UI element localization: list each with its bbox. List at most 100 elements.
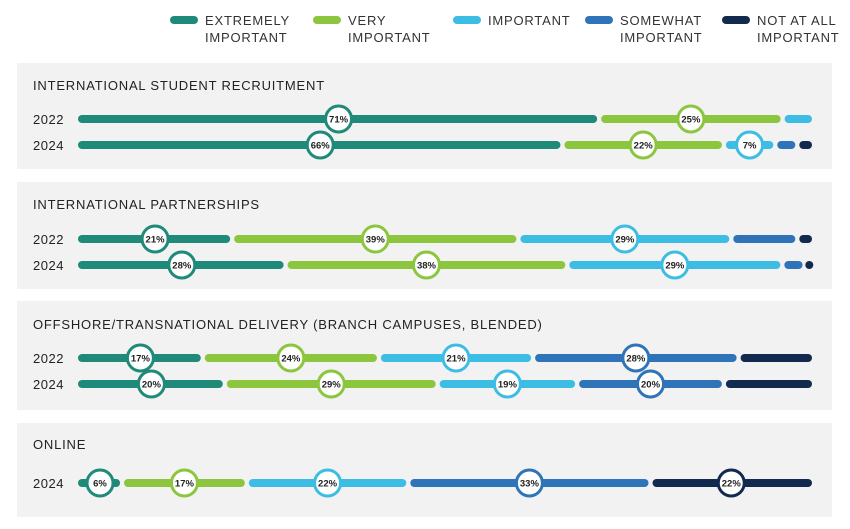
value-badge: 71%	[324, 104, 354, 134]
data-label: 20%	[142, 380, 162, 391]
row-year-label: 2024	[33, 476, 64, 491]
value-badge-circle	[140, 224, 170, 254]
value-badge-circle	[514, 468, 544, 498]
row-year-label: 2024	[33, 377, 64, 392]
data-label: 66%	[311, 141, 331, 152]
data-label: 28%	[626, 354, 646, 365]
panel-1: INTERNATIONAL STUDENT RECRUITMENT 2022 71%…	[17, 63, 832, 169]
panel-4: ONLINE 2024 6% 17% 22% 33% 22%	[17, 423, 832, 517]
data-label: 7%	[743, 141, 757, 152]
data-label: 38%	[417, 261, 437, 272]
data-label: 29%	[615, 235, 635, 246]
value-badge-circle	[305, 130, 335, 160]
value-badge: 28%	[167, 250, 197, 280]
value-badge: 22%	[716, 468, 746, 498]
value-badge: 29%	[316, 369, 346, 399]
legend-label: IMPORTANT	[205, 30, 288, 45]
value-badge-circle	[313, 468, 343, 498]
chart-panels: INTERNATIONAL STUDENT RECRUITMENT 2022 71%…	[17, 63, 832, 517]
value-badge: 20%	[136, 369, 166, 399]
value-badge-circle	[628, 130, 658, 160]
legend-item-somewhat: SOMEWHAT IMPORTANT	[585, 13, 703, 45]
data-label: 29%	[322, 380, 342, 391]
data-label: 71%	[329, 115, 349, 126]
value-badge: 22%	[628, 130, 658, 160]
bar-row-2024: 2024 28% 38% 29%	[33, 250, 814, 280]
bar-row-2022: 2022 21% 39% 29%	[33, 224, 812, 254]
data-label: 24%	[281, 354, 301, 365]
value-badge-circle	[316, 369, 346, 399]
value-badge: 29%	[660, 250, 690, 280]
data-label: 39%	[366, 235, 386, 246]
value-badge: 22%	[313, 468, 343, 498]
data-label: 33%	[520, 479, 540, 490]
panel-title: OFFSHORE/TRANSNATIONAL DELIVERY (BRANCH …	[33, 317, 543, 332]
value-badge: 33%	[514, 468, 544, 498]
data-label: 21%	[146, 235, 166, 246]
value-badge-circle	[636, 369, 666, 399]
value-badge-circle	[441, 343, 471, 373]
value-badge-circle	[136, 369, 166, 399]
legend-label: IMPORTANT	[620, 30, 703, 45]
value-badge: 38%	[411, 250, 441, 280]
value-badge: 25%	[676, 104, 706, 134]
value-badge-circle	[716, 468, 746, 498]
row-year-label: 2022	[33, 112, 64, 127]
row-year-label: 2024	[33, 138, 64, 153]
value-badge-circle	[660, 250, 690, 280]
value-badge: 7%	[735, 130, 765, 160]
legend-label: IMPORTANT	[757, 30, 840, 45]
legend: EXTREMELYIMPORTANTVERYIMPORTANTIMPORTANT…	[170, 13, 840, 45]
bar-row-2024: 2024 6% 17% 22% 33% 22%	[33, 468, 812, 498]
panel-title: ONLINE	[33, 437, 86, 452]
legend-label: SOMEWHAT	[620, 13, 702, 28]
value-badge: 17%	[125, 343, 155, 373]
panel-3: OFFSHORE/TRANSNATIONAL DELIVERY (BRANCH …	[17, 301, 832, 410]
bar-row-2024: 2024 66% 22% 7%	[33, 130, 812, 160]
value-badge: 6%	[85, 468, 115, 498]
data-label: 17%	[131, 354, 151, 365]
value-badge: 21%	[140, 224, 170, 254]
data-label: 28%	[172, 261, 192, 272]
data-label: 22%	[634, 141, 654, 152]
legend-item-important: IMPORTANT	[453, 13, 571, 28]
value-badge-circle	[735, 130, 765, 160]
value-badge-circle	[621, 343, 651, 373]
legend-label: IMPORTANT	[488, 13, 571, 28]
value-badge-circle	[411, 250, 441, 280]
panel-title: INTERNATIONAL STUDENT RECRUITMENT	[33, 78, 325, 93]
row-year-label: 2022	[33, 232, 64, 247]
data-label: 17%	[175, 479, 195, 490]
legend-item-not: NOT AT ALL IMPORTANT	[722, 13, 840, 45]
value-badge: 66%	[305, 130, 335, 160]
legend-label: VERY	[348, 13, 386, 28]
data-label: 29%	[665, 261, 685, 272]
value-badge-circle	[360, 224, 390, 254]
data-label: 21%	[447, 354, 467, 365]
data-label: 25%	[681, 115, 701, 126]
value-badge: 39%	[360, 224, 390, 254]
data-label: 22%	[318, 479, 338, 490]
legend-label: NOT AT ALL	[757, 13, 837, 28]
value-badge-circle	[676, 104, 706, 134]
value-badge-circle	[167, 250, 197, 280]
value-badge: 21%	[441, 343, 471, 373]
value-badge-circle	[610, 224, 640, 254]
value-badge-circle	[492, 369, 522, 399]
value-badge-circle	[85, 468, 115, 498]
value-badge-circle	[125, 343, 155, 373]
data-label: 20%	[641, 380, 661, 391]
data-label: 6%	[93, 479, 107, 490]
row-year-label: 2024	[33, 258, 64, 273]
value-badge: 20%	[636, 369, 666, 399]
value-badge: 24%	[276, 343, 306, 373]
value-badge: 17%	[169, 468, 199, 498]
value-badge: 29%	[610, 224, 640, 254]
value-badge-circle	[169, 468, 199, 498]
